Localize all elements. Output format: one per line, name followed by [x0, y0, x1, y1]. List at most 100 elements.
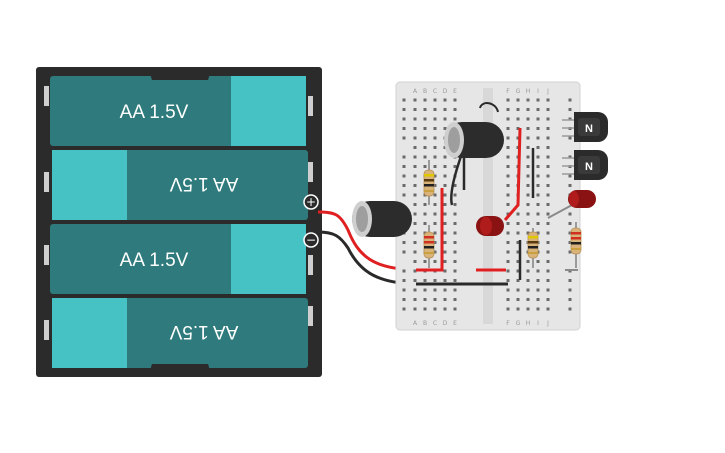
- breadboard-hole[interactable]: [536, 222, 540, 225]
- breadboard-hole[interactable]: [516, 260, 520, 263]
- breadboard-hole[interactable]: [526, 146, 530, 149]
- breadboard-hole[interactable]: [536, 146, 540, 149]
- breadboard-hole[interactable]: [433, 127, 437, 130]
- power-rail-hole[interactable]: [568, 231, 572, 235]
- breadboard-hole[interactable]: [413, 260, 417, 263]
- breadboard-hole[interactable]: [453, 260, 457, 263]
- power-rail-hole[interactable]: [402, 127, 406, 130]
- breadboard-hole[interactable]: [536, 165, 540, 168]
- led-red[interactable]: [568, 190, 596, 208]
- breadboard-hole[interactable]: [413, 193, 417, 197]
- power-rail-hole[interactable]: [568, 250, 572, 254]
- breadboard-hole[interactable]: [433, 203, 437, 206]
- breadboard-hole[interactable]: [443, 203, 447, 206]
- breadboard-hole[interactable]: [413, 222, 417, 225]
- breadboard-hole[interactable]: [423, 117, 427, 121]
- breadboard-hole[interactable]: [546, 241, 550, 244]
- breadboard-hole[interactable]: [536, 98, 540, 102]
- breadboard-hole[interactable]: [433, 174, 437, 178]
- battery-lead-black[interactable]: [317, 230, 421, 286]
- breadboard-hole[interactable]: [413, 165, 417, 168]
- breadboard-hole[interactable]: [443, 269, 447, 273]
- power-rail-hole[interactable]: [568, 307, 572, 311]
- breadboard-hole[interactable]: [536, 136, 540, 140]
- breadboard-hole[interactable]: [433, 241, 437, 244]
- power-rail-hole[interactable]: [568, 298, 572, 301]
- breadboard-hole[interactable]: [516, 108, 520, 111]
- power-rail-hole[interactable]: [402, 174, 406, 178]
- breadboard-hole[interactable]: [506, 250, 510, 254]
- breadboard-hole[interactable]: [453, 98, 457, 102]
- breadboard-hole[interactable]: [506, 203, 510, 206]
- breadboard-hole[interactable]: [506, 307, 510, 311]
- breadboard-hole[interactable]: [536, 288, 540, 292]
- breadboard-hole[interactable]: [443, 288, 447, 292]
- breadboard-hole[interactable]: [413, 212, 417, 216]
- breadboard-hole[interactable]: [453, 279, 457, 282]
- breadboard-hole[interactable]: [516, 307, 520, 311]
- breadboard-hole[interactable]: [506, 165, 510, 168]
- negative-terminal[interactable]: [303, 232, 319, 248]
- breadboard-hole[interactable]: [433, 288, 437, 292]
- breadboard-hole[interactable]: [413, 174, 417, 178]
- power-rail-hole[interactable]: [402, 279, 406, 282]
- breadboard-hole[interactable]: [433, 136, 437, 140]
- breadboard-hole[interactable]: [516, 98, 520, 102]
- breadboard-hole[interactable]: [433, 184, 437, 187]
- battery-cell-3[interactable]: AA 1.5V: [50, 224, 306, 294]
- breadboard-hole[interactable]: [546, 298, 550, 301]
- breadboard-hole[interactable]: [413, 203, 417, 206]
- breadboard-hole[interactable]: [443, 212, 447, 216]
- breadboard-hole[interactable]: [536, 231, 540, 235]
- breadboard-hole[interactable]: [506, 155, 510, 159]
- breadboard-hole[interactable]: [413, 108, 417, 111]
- breadboard-hole[interactable]: [443, 193, 447, 197]
- power-rail-hole[interactable]: [402, 98, 406, 102]
- breadboard-hole[interactable]: [443, 184, 447, 187]
- breadboard-hole[interactable]: [423, 222, 427, 225]
- power-rail-hole[interactable]: [402, 250, 406, 254]
- led-red[interactable]: [476, 216, 504, 236]
- breadboard-hole[interactable]: [506, 117, 510, 121]
- breadboard-hole[interactable]: [413, 184, 417, 187]
- power-rail-hole[interactable]: [568, 98, 572, 102]
- breadboard-hole[interactable]: [453, 241, 457, 244]
- breadboard-hole[interactable]: [413, 279, 417, 282]
- breadboard-hole[interactable]: [453, 298, 457, 301]
- breadboard-hole[interactable]: [413, 136, 417, 140]
- breadboard-hole[interactable]: [453, 250, 457, 254]
- breadboard-hole[interactable]: [546, 184, 550, 187]
- breadboard-hole[interactable]: [453, 193, 457, 197]
- breadboard-hole[interactable]: [526, 184, 530, 187]
- breadboard-hole[interactable]: [423, 203, 427, 206]
- breadboard-hole[interactable]: [453, 203, 457, 206]
- breadboard-hole[interactable]: [546, 203, 550, 206]
- breadboard-hole[interactable]: [423, 212, 427, 216]
- breadboard-hole[interactable]: [433, 231, 437, 235]
- breadboard-hole[interactable]: [413, 288, 417, 292]
- breadboard-hole[interactable]: [516, 298, 520, 301]
- power-rail-hole[interactable]: [402, 241, 406, 244]
- breadboard-hole[interactable]: [536, 117, 540, 121]
- breadboard-hole[interactable]: [526, 98, 530, 102]
- breadboard-hole[interactable]: [423, 298, 427, 301]
- power-rail-hole[interactable]: [568, 212, 572, 216]
- breadboard-hole[interactable]: [433, 307, 437, 311]
- breadboard-hole[interactable]: [546, 108, 550, 111]
- breadboard-hole[interactable]: [506, 127, 510, 130]
- power-rail-hole[interactable]: [568, 155, 572, 159]
- breadboard-hole[interactable]: [506, 146, 510, 149]
- breadboard-hole[interactable]: [546, 269, 550, 273]
- power-rail-hole[interactable]: [402, 117, 406, 121]
- breadboard-hole[interactable]: [526, 203, 530, 206]
- power-rail-hole[interactable]: [568, 108, 572, 111]
- breadboard-hole[interactable]: [423, 127, 427, 130]
- breadboard-hole[interactable]: [423, 146, 427, 149]
- breadboard-hole[interactable]: [506, 98, 510, 102]
- breadboard-hole[interactable]: [516, 231, 520, 235]
- breadboard-hole[interactable]: [506, 193, 510, 197]
- breadboard-hole[interactable]: [443, 117, 447, 121]
- breadboard-hole[interactable]: [536, 174, 540, 178]
- breadboard-hole[interactable]: [453, 184, 457, 187]
- breadboard-hole[interactable]: [536, 298, 540, 301]
